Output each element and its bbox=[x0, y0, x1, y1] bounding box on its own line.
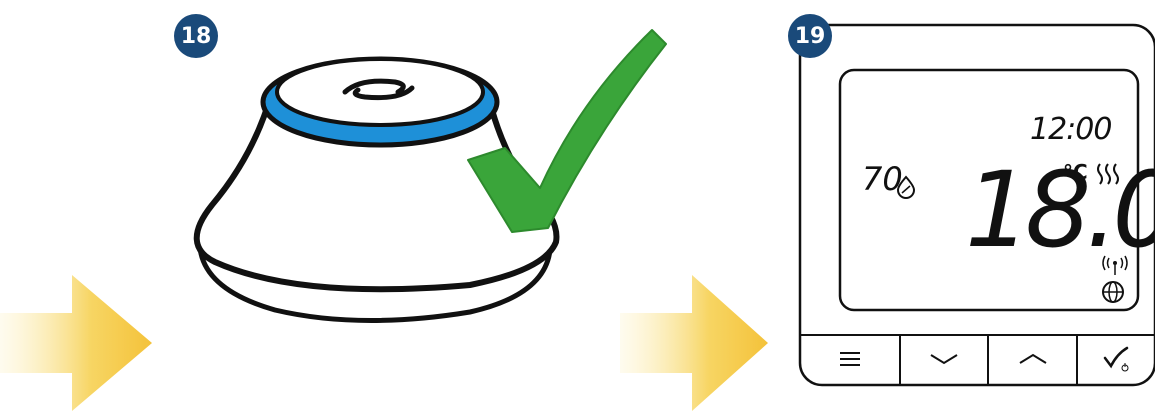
confirm-button[interactable] bbox=[1077, 334, 1155, 384]
chevron-up-icon bbox=[1018, 351, 1048, 367]
chevron-down-icon bbox=[929, 351, 959, 367]
down-button[interactable] bbox=[900, 334, 988, 384]
up-button[interactable] bbox=[988, 334, 1077, 384]
check-power-icon bbox=[1099, 344, 1133, 374]
menu-button[interactable] bbox=[800, 334, 900, 384]
menu-icon bbox=[838, 349, 862, 369]
